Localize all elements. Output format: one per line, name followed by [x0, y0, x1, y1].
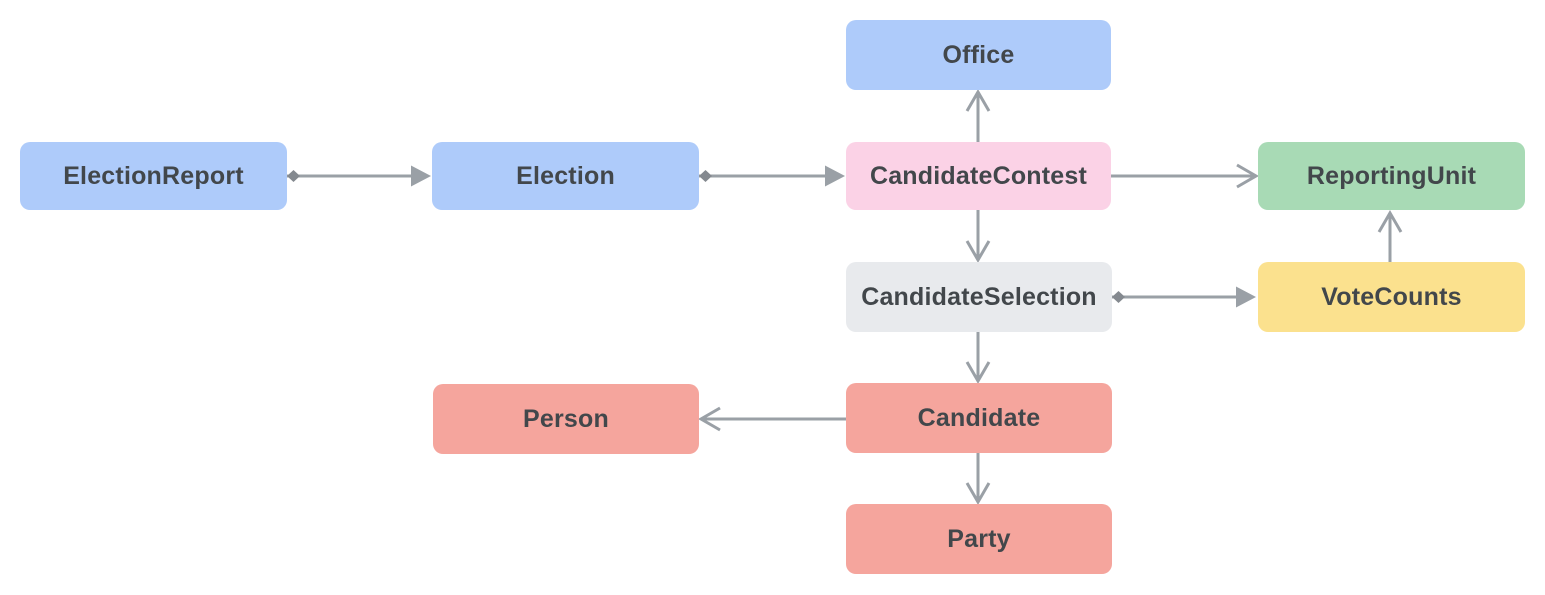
node-party-label: Party [947, 524, 1011, 553]
node-person: Person [433, 384, 699, 454]
edge-candidate_selection-to-vote_counts [1112, 286, 1256, 308]
edge-election-to-candidate_contest [699, 165, 845, 187]
diamond-tail-icon [1112, 291, 1125, 303]
filled-arrowhead-icon [825, 165, 845, 187]
edge-candidate_contest-to-office [965, 89, 991, 142]
edge-candidate_selection-to-candidate [965, 332, 991, 384]
node-office: Office [846, 20, 1111, 90]
edge-candidate-to-party [965, 453, 991, 505]
node-vote-counts-label: VoteCounts [1321, 282, 1462, 311]
node-reporting-unit-label: ReportingUnit [1306, 161, 1477, 190]
node-candidate-contest-label: CandidateContest [869, 161, 1088, 190]
filled-arrowhead-icon [411, 165, 431, 187]
node-candidate-label: Candidate [917, 403, 1041, 432]
edge-election_report-to-election [287, 165, 431, 187]
node-reporting-unit: ReportingUnit [1258, 142, 1525, 210]
node-person-label: Person [523, 404, 609, 433]
edge-candidate_contest-to-reporting_unit [1111, 163, 1259, 189]
edge-candidate_contest-to-candidate_selection [965, 210, 991, 263]
node-election-report: ElectionReport [20, 142, 287, 210]
node-candidate: Candidate [846, 383, 1112, 453]
edge-vote_counts-to-reporting_unit [1377, 210, 1403, 262]
node-candidate-selection-label: CandidateSelection [861, 282, 1097, 311]
open-arrowhead-icon [965, 361, 991, 384]
node-vote-counts: VoteCounts [1258, 262, 1525, 332]
node-election-label: Election [516, 161, 615, 190]
open-arrowhead-icon [965, 89, 991, 112]
node-candidate-contest: CandidateContest [846, 142, 1111, 210]
node-party: Party [846, 504, 1112, 574]
diamond-tail-icon [287, 170, 300, 182]
open-arrowhead-icon [965, 482, 991, 505]
open-arrowhead-icon [1377, 210, 1403, 233]
open-arrowhead-icon [1236, 163, 1259, 189]
diamond-tail-icon [699, 170, 712, 182]
open-arrowhead-icon [698, 406, 721, 432]
open-arrowhead-icon [965, 240, 991, 263]
node-election: Election [432, 142, 699, 210]
filled-arrowhead-icon [1236, 286, 1256, 308]
node-candidate-selection: CandidateSelection [846, 262, 1112, 332]
node-election-report-label: ElectionReport [63, 161, 244, 190]
edge-candidate-to-person [698, 406, 846, 432]
node-office-label: Office [942, 40, 1015, 69]
